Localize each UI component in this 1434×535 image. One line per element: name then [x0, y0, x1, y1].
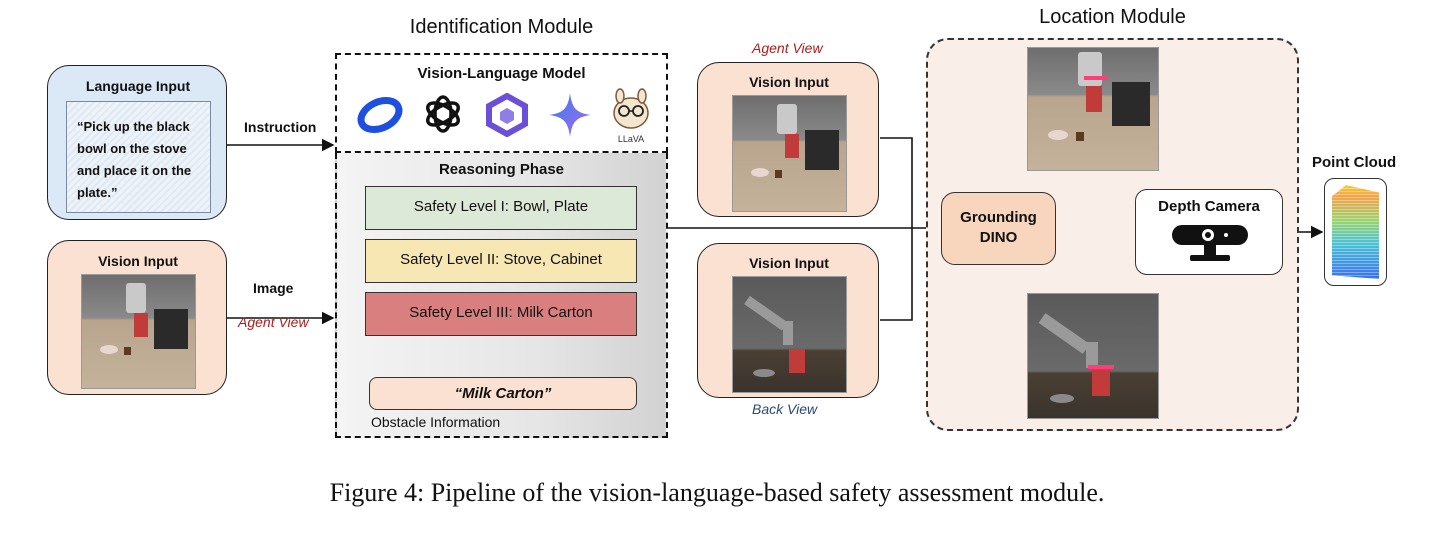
point-cloud-render [1332, 185, 1379, 279]
agent-view-image-left [81, 274, 196, 389]
grounding-dino-text: Grounding DINO [960, 209, 1037, 246]
vision-input-agent-view-box: Vision Input [697, 62, 879, 217]
location-top-image [1027, 47, 1159, 171]
openai-logo-icon [419, 91, 467, 142]
agent-view-image-middle [732, 95, 847, 212]
llava-logo-icon: LLaVA [609, 87, 653, 145]
agent-view-merge-line [880, 137, 913, 228]
obstacle-result-box: “Milk Carton” [369, 377, 637, 410]
reasoning-phase-title: Reasoning Phase [438, 161, 565, 178]
obstacle-information-label: Obstacle Information [371, 414, 501, 430]
agent-view-top-label: Agent View [752, 40, 823, 56]
location-bottom-image [1027, 293, 1159, 419]
back-view-label: Back View [752, 401, 818, 417]
vision-input-left-box: Vision Input [47, 240, 227, 395]
language-input-title: Language Input [85, 78, 191, 94]
vision-input-left-title: Vision Input [98, 253, 178, 269]
qwen-logo-icon [485, 92, 529, 142]
depth-camera-icon [1170, 221, 1250, 270]
back-view-image-middle [732, 276, 847, 393]
safety-level-1: Safety Level I: Bowl, Plate [365, 186, 637, 230]
grounding-dino-box: Grounding DINO [941, 192, 1056, 265]
location-module-title: Location Module [1039, 6, 1186, 28]
image-edge-label: Image [253, 280, 294, 296]
identification-module-title: Identification Module [409, 16, 594, 38]
safety-level-2: Safety Level II: Stove, Cabinet [365, 239, 637, 283]
figure-caption: Figure 4: Pipeline of the vision-languag… [329, 478, 1105, 507]
language-input-box: Language Input “Pick up the black bowl o… [47, 65, 227, 220]
gemini-star-icon [547, 91, 593, 144]
vlm-title: Vision-Language Model [417, 65, 586, 82]
point-cloud-title: Point Cloud [1312, 154, 1397, 171]
back-view-merge-line [880, 228, 913, 321]
point-cloud-box [1324, 178, 1387, 286]
vision-input-back-view-box: Vision Input [697, 243, 879, 398]
vision-input-agent-view-title: Vision Input [749, 74, 829, 90]
swirl-logo-icon [355, 91, 405, 142]
depth-camera-box: Depth Camera [1135, 189, 1283, 275]
agent-view-edge-label: Agent View [238, 314, 309, 330]
depth-camera-title: Depth Camera [1158, 198, 1260, 215]
instruction-text: “Pick up the black bowl on the stove and… [77, 119, 192, 200]
safety-level-3: Safety Level III: Milk Carton [365, 292, 637, 336]
llava-logo-text: LLaVA [617, 134, 645, 144]
instruction-note: “Pick up the black bowl on the stove and… [66, 101, 211, 213]
vlm-panel: Vision-Language Model [335, 53, 668, 153]
obstacle-result-text: “Milk Carton” [454, 385, 552, 402]
vision-input-back-view-title: Vision Input [749, 255, 829, 271]
instruction-edge-label: Instruction [244, 119, 317, 135]
